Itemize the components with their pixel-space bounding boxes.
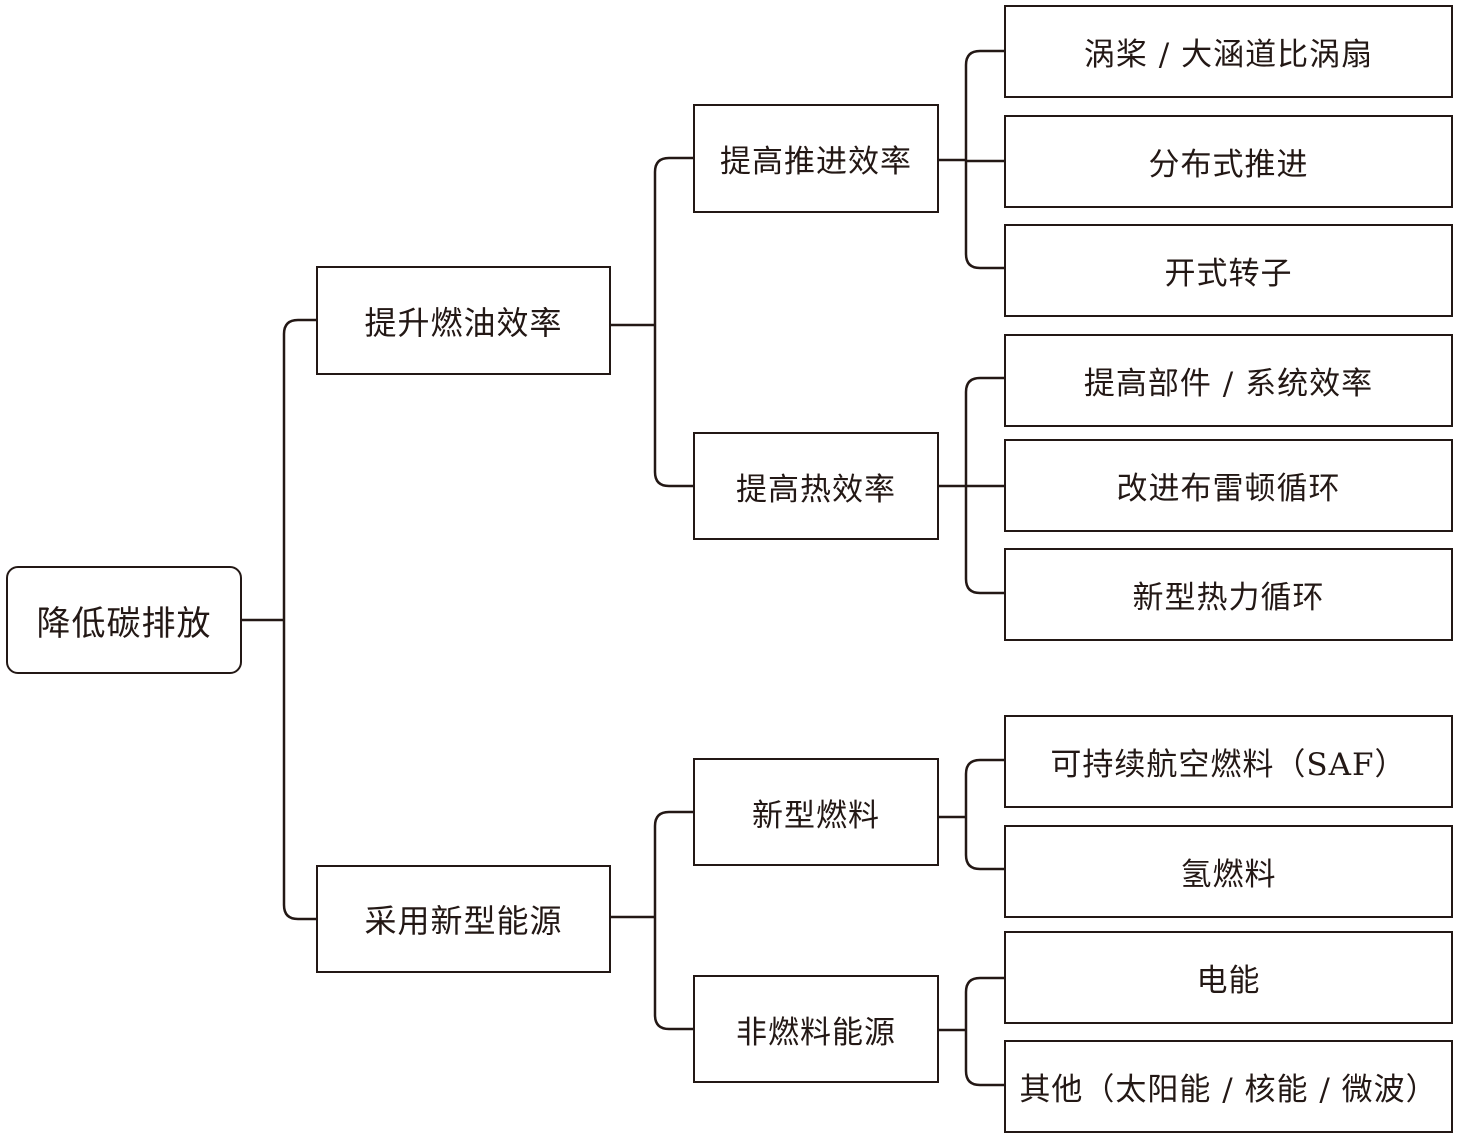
- branch-label: 采用新型能源: [364, 902, 563, 940]
- branch-label: 提升燃油效率: [364, 303, 563, 342]
- sub-label: 新型燃料: [752, 797, 880, 834]
- connector-bracket: [609, 810, 695, 1031]
- sub-label: 提高热效率: [736, 471, 896, 508]
- branch-node-new-energy: 采用新型能源: [316, 865, 611, 973]
- leaf-label: 其他（太阳能 / 核能 / 微波）: [1019, 1072, 1438, 1108]
- connector-bracket: [937, 49, 1006, 270]
- leaf-label: 氢燃料: [1180, 857, 1277, 893]
- leaf-node: 新型热力循环: [1004, 548, 1453, 641]
- leaf-node: 氢燃料: [1004, 825, 1453, 918]
- leaf-label: 可持续航空燃料（SAF）: [1050, 747, 1407, 783]
- connector-bracket: [937, 976, 1006, 1087]
- leaf-node: 提高部件 / 系统效率: [1004, 334, 1453, 427]
- leaf-label: 提高部件 / 系统效率: [1083, 366, 1374, 402]
- connector-bracket: [937, 758, 1006, 871]
- root-node: 降低碳排放: [6, 566, 242, 674]
- leaf-label: 新型热力循环: [1132, 580, 1325, 616]
- leaf-node: 分布式推进: [1004, 115, 1453, 208]
- connector-bracket: [609, 156, 695, 488]
- leaf-label: 电能: [1196, 963, 1261, 999]
- sub-node-propulsion-efficiency: 提高推进效率: [693, 104, 939, 213]
- leaf-label: 开式转子: [1164, 256, 1293, 292]
- sub-node-non-fuel-energy: 非燃料能源: [693, 975, 939, 1083]
- leaf-node: 改进布雷顿循环: [1004, 439, 1453, 532]
- sub-node-new-fuel: 新型燃料: [693, 758, 939, 866]
- leaf-node: 电能: [1004, 931, 1453, 1024]
- branch-node-fuel-efficiency: 提升燃油效率: [316, 266, 611, 375]
- sub-node-thermal-efficiency: 提高热效率: [693, 432, 939, 540]
- sub-label: 非燃料能源: [736, 1014, 896, 1051]
- leaf-node: 其他（太阳能 / 核能 / 微波）: [1004, 1040, 1453, 1133]
- connector-bracket: [240, 318, 318, 921]
- leaf-node: 涡桨 / 大涵道比涡扇: [1004, 5, 1453, 98]
- leaf-node: 开式转子: [1004, 224, 1453, 317]
- root-label: 降低碳排放: [36, 603, 212, 644]
- leaf-label: 分布式推进: [1148, 147, 1309, 183]
- leaf-label: 改进布雷顿循环: [1116, 471, 1341, 507]
- leaf-node: 可持续航空燃料（SAF）: [1004, 715, 1453, 808]
- connector-bracket: [937, 376, 1006, 595]
- sub-label: 提高推进效率: [720, 144, 912, 180]
- leaf-label: 涡桨 / 大涵道比涡扇: [1083, 37, 1374, 73]
